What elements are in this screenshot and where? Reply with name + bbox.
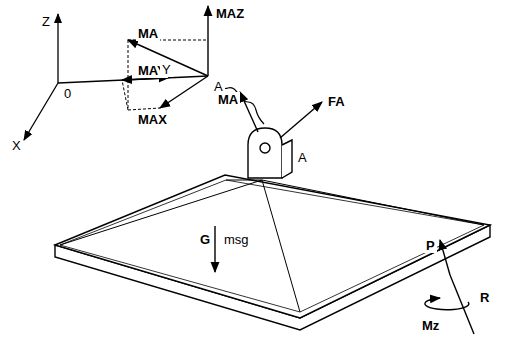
force-label: FA [326, 94, 347, 109]
point-label: A [296, 150, 309, 165]
force-label: R [478, 290, 491, 305]
origin-label: 0 [62, 86, 73, 101]
force-label: P [424, 238, 437, 253]
force-vectors [215, 92, 474, 334]
moment-label: Mz [420, 318, 441, 333]
axis-label: Y [160, 62, 173, 77]
force-label: G [198, 232, 212, 247]
axis-label: Z [40, 14, 52, 29]
moment-component-label: MAZ [214, 6, 246, 21]
moment-label: MA [216, 92, 240, 107]
moment-component-label: MAX [136, 112, 169, 127]
force-label: msg [222, 232, 251, 247]
construction-lines [122, 40, 208, 110]
moment-components [122, 6, 208, 108]
axis-label: X [10, 138, 23, 153]
moment-label: MA [136, 26, 160, 41]
hinge-lug [248, 128, 292, 178]
coordinate-axes [24, 14, 168, 140]
hatch-plate [55, 175, 490, 330]
